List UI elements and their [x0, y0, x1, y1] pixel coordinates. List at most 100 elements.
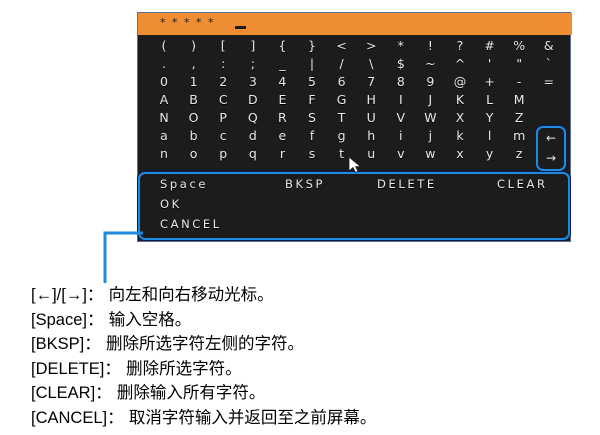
key-3[interactable]: 3 — [248, 74, 257, 89]
key-<[interactable]: < — [336, 38, 347, 53]
key-[[interactable]: [ — [220, 38, 226, 53]
key-6[interactable]: 6 — [337, 74, 346, 89]
key-R[interactable]: R — [278, 110, 287, 125]
key-Q[interactable]: Q — [247, 110, 258, 125]
key-x[interactable]: x — [456, 146, 464, 161]
key-c[interactable]: c — [219, 128, 227, 143]
key-A[interactable]: A — [159, 92, 169, 107]
key-T[interactable]: T — [337, 110, 346, 125]
key-E[interactable]: E — [278, 92, 287, 107]
key-J[interactable]: J — [428, 92, 433, 107]
key-@[interactable]: @ — [453, 74, 467, 89]
key-`[interactable]: ` — [545, 56, 552, 71]
key-r[interactable]: r — [279, 146, 285, 161]
key-&[interactable]: & — [543, 38, 554, 53]
key-7[interactable]: 7 — [367, 74, 376, 89]
key-.[interactable]: . — [162, 56, 166, 71]
key-+[interactable]: + — [484, 74, 495, 89]
key-$[interactable]: $ — [396, 56, 405, 71]
key-*[interactable]: * — [397, 38, 404, 53]
key-^[interactable]: ^ — [454, 56, 466, 71]
key-t[interactable]: t — [339, 146, 345, 161]
key-~[interactable]: ~ — [425, 56, 436, 71]
key-([interactable]: ( — [161, 38, 167, 53]
key-n[interactable]: n — [160, 146, 168, 161]
key-k[interactable]: k — [456, 128, 464, 143]
arrow-left-key[interactable]: ← — [545, 131, 557, 145]
action-cancel-button[interactable]: CANCEL — [160, 217, 222, 231]
key-#[interactable]: # — [484, 38, 495, 53]
action-delete-button[interactable]: DELETE — [377, 177, 437, 191]
key-G[interactable]: G — [336, 92, 347, 107]
key-i[interactable]: i — [399, 128, 403, 143]
key-v[interactable]: v — [397, 146, 405, 161]
key-4[interactable]: 4 — [278, 74, 287, 89]
key-S[interactable]: S — [308, 110, 316, 125]
key--[interactable]: - — [516, 74, 522, 89]
action-buttons-group[interactable]: Space BKSP DELETE CLEAR OK CANCEL — [138, 172, 570, 240]
key-f[interactable]: f — [309, 128, 315, 143]
key-q[interactable]: q — [248, 146, 257, 161]
key-F[interactable]: F — [308, 92, 316, 107]
key-D[interactable]: D — [247, 92, 258, 107]
key-K[interactable]: K — [455, 92, 465, 107]
key-W[interactable]: W — [424, 110, 437, 125]
key-m[interactable]: m — [513, 128, 526, 143]
key-)[interactable]: ) — [191, 38, 197, 53]
key-h[interactable]: h — [367, 128, 376, 143]
key-o[interactable]: o — [189, 146, 198, 161]
key-b[interactable]: b — [189, 128, 198, 143]
key-,[interactable]: , — [191, 56, 196, 71]
key-:[interactable]: : — [221, 56, 226, 71]
key-w[interactable]: w — [425, 146, 436, 161]
key-0[interactable]: 0 — [160, 74, 168, 89]
action-space-button[interactable]: Space — [160, 177, 209, 191]
key-_[interactable]: _ — [279, 56, 286, 71]
key-M[interactable]: M — [513, 92, 525, 107]
key-Y[interactable]: Y — [485, 110, 494, 125]
key-X[interactable]: X — [455, 110, 465, 125]
key-}[interactable]: } — [308, 38, 316, 53]
key-=[interactable]: = — [543, 74, 555, 89]
action-bksp-button[interactable]: BKSP — [285, 177, 326, 191]
arrow-keys-group[interactable]: ← → — [536, 126, 566, 171]
key-;[interactable]: ; — [250, 56, 255, 71]
key-Z[interactable]: Z — [514, 110, 524, 125]
key-%[interactable]: % — [513, 38, 526, 53]
key-U[interactable]: U — [366, 110, 376, 125]
key-B[interactable]: B — [189, 92, 198, 107]
action-ok-button[interactable]: OK — [160, 197, 182, 211]
key-a[interactable]: a — [160, 128, 168, 143]
key-\[interactable]: \ — [369, 56, 374, 71]
key-C[interactable]: C — [218, 92, 228, 107]
key-N[interactable]: N — [159, 110, 169, 125]
key-g[interactable]: g — [337, 128, 346, 143]
key-V[interactable]: V — [396, 110, 406, 125]
key-p[interactable]: p — [219, 146, 228, 161]
key-2[interactable]: 2 — [219, 74, 228, 89]
key-z[interactable]: z — [515, 146, 523, 161]
key-s[interactable]: s — [308, 146, 316, 161]
arrow-right-key[interactable]: → — [545, 151, 557, 165]
key-"[interactable]: " — [516, 56, 523, 71]
key-I[interactable]: I — [398, 92, 403, 107]
key-u[interactable]: u — [367, 146, 376, 161]
key-P[interactable]: P — [219, 110, 227, 125]
key-1[interactable]: 1 — [189, 74, 198, 89]
key-/[interactable]: / — [339, 56, 344, 71]
key-e[interactable]: e — [278, 128, 287, 143]
key-L[interactable]: L — [486, 92, 494, 107]
key-{[interactable]: { — [278, 38, 287, 53]
key-H[interactable]: H — [366, 92, 376, 107]
key->[interactable]: > — [365, 38, 377, 53]
key-5[interactable]: 5 — [308, 74, 316, 89]
key-|[interactable]: | — [309, 56, 315, 71]
key-d[interactable]: d — [248, 128, 257, 143]
key-'[interactable]: ' — [487, 56, 492, 71]
key-?[interactable]: ? — [456, 38, 464, 53]
action-clear-button[interactable]: CLEAR — [497, 177, 548, 191]
key-][interactable]: ] — [250, 38, 256, 53]
key-9[interactable]: 9 — [426, 74, 435, 89]
key-8[interactable]: 8 — [396, 74, 405, 89]
text-entry-field[interactable]: ***** — [138, 13, 572, 35]
